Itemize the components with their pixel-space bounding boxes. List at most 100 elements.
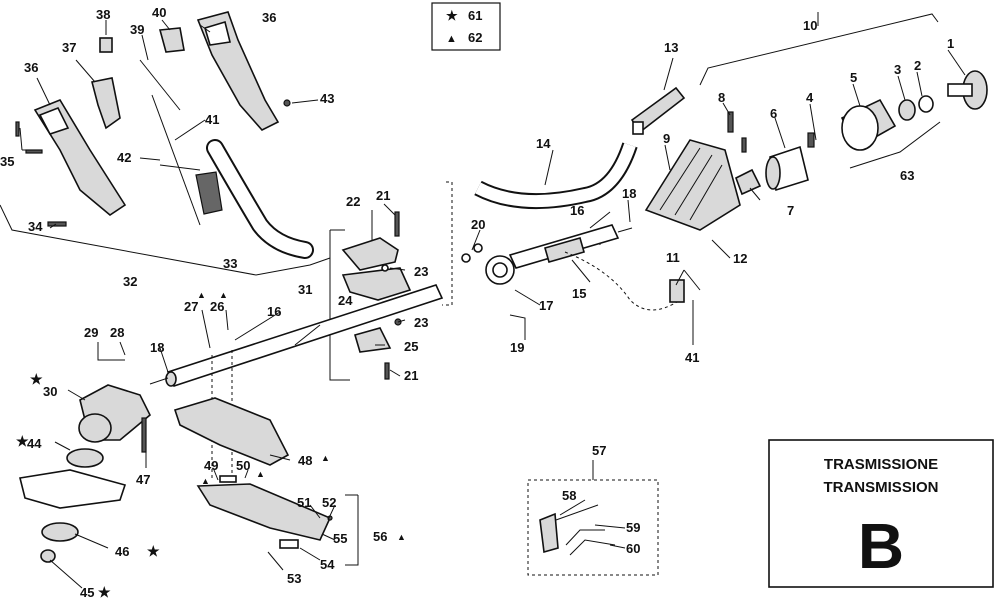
callout-c23b: 23 xyxy=(414,315,428,330)
tool-kit xyxy=(539,504,616,556)
gear-head xyxy=(78,384,151,453)
callout-c36b: 36 xyxy=(24,60,38,75)
small-hardware xyxy=(15,27,185,227)
callout-c29: 29 xyxy=(84,325,98,340)
triangle-marker-4: ▲ xyxy=(197,290,206,300)
callout-c38: 38 xyxy=(96,7,110,22)
callout-c17: 17 xyxy=(539,298,553,313)
callout-c63: 63 xyxy=(900,168,914,183)
blade-assembly xyxy=(19,448,127,563)
legend-star-symbol: ★ xyxy=(446,8,458,23)
triangle-marker-7: ▲ xyxy=(397,532,406,542)
callout-c50: 50 xyxy=(236,458,250,473)
callout-c7: 7 xyxy=(787,203,794,218)
bracket-group-19 xyxy=(509,314,526,340)
throttle-housing-upper xyxy=(196,11,291,131)
bracket-group-56 xyxy=(345,495,359,566)
callout-c31: 31 xyxy=(298,282,312,297)
throttle-housing-left xyxy=(33,77,127,216)
callout-c52: 52 xyxy=(322,495,336,510)
bracket-group-63 xyxy=(849,121,941,169)
tool-kit-box xyxy=(527,479,659,576)
callout-c37: 37 xyxy=(62,40,76,55)
throttle-cable xyxy=(139,59,223,226)
title-english: TRANSMISSION xyxy=(823,479,938,496)
callout-c20: 20 xyxy=(471,217,485,232)
callout-c45: 45 xyxy=(80,585,94,599)
callout-c16b: 16 xyxy=(267,304,281,319)
callout-c25: 25 xyxy=(404,339,418,354)
callout-c30: 30 xyxy=(43,384,57,399)
callout-c59: 59 xyxy=(626,520,640,535)
callout-c41b: 41 xyxy=(685,350,699,365)
callout-c53: 53 xyxy=(287,571,301,586)
callout-c32: 32 xyxy=(123,274,137,289)
callout-c43: 43 xyxy=(320,91,334,106)
dashed-bracket xyxy=(442,181,453,306)
callout-c40: 40 xyxy=(152,5,166,20)
callout-c51: 51 xyxy=(297,495,311,510)
drive-shaft-main xyxy=(149,284,444,480)
callout-c10: 10 xyxy=(803,18,817,33)
callout-c23a: 23 xyxy=(414,264,428,279)
handlebar-assembly xyxy=(474,86,686,210)
blade-guard xyxy=(173,397,290,466)
legend-box: ★ 61 ▲ 62 xyxy=(431,2,501,51)
callout-c27: 27 xyxy=(184,299,198,314)
bracket-group-31 xyxy=(329,230,350,381)
callout-c2: 2 xyxy=(914,58,921,73)
handle-clamp-assembly xyxy=(341,211,412,380)
callout-c8: 8 xyxy=(718,90,725,105)
star-marker-0: ★ xyxy=(30,371,43,387)
callout-c46: 46 xyxy=(115,544,129,559)
callout-c14: 14 xyxy=(536,136,551,151)
callout-c36a: 36 xyxy=(262,10,276,25)
callout-c22: 22 xyxy=(346,194,360,209)
callout-c44: 44 xyxy=(27,436,42,451)
drive-shaft-right xyxy=(461,224,685,311)
callout-c28: 28 xyxy=(110,325,124,340)
callout-c48: 48 xyxy=(298,453,312,468)
callout-c60: 60 xyxy=(626,541,640,556)
callout-c6: 6 xyxy=(770,106,777,121)
engine-coupling-assembly xyxy=(644,70,988,231)
callout-c24: 24 xyxy=(338,293,353,308)
legend-triangle-symbol: ▲ xyxy=(446,33,457,45)
callout-c56: 56 xyxy=(373,529,387,544)
callout-c39: 39 xyxy=(130,22,144,37)
callout-c42: 42 xyxy=(117,150,131,165)
callout-c35: 35 xyxy=(0,154,14,169)
callout-c15: 15 xyxy=(572,286,586,301)
legend-star-ref: 61 xyxy=(468,8,482,23)
callout-c55: 55 xyxy=(333,531,347,546)
bracket-group-32 xyxy=(0,204,331,276)
triangle-marker-6: ▲ xyxy=(321,453,330,463)
callout-c18b: 18 xyxy=(150,340,164,355)
callout-c54: 54 xyxy=(320,557,335,572)
section-letter: B xyxy=(858,510,904,582)
callout-c1: 1 xyxy=(947,36,954,51)
callout-c57: 57 xyxy=(592,443,606,458)
callout-c21b: 21 xyxy=(404,368,418,383)
bracket-group-10 xyxy=(699,13,939,86)
triangle-marker-9: ▲ xyxy=(256,469,265,479)
section-title-box: TRASMISSIONE TRANSMISSION B xyxy=(768,439,994,588)
star-marker-2: ★ xyxy=(98,584,111,599)
callout-c41a: 41 xyxy=(205,112,219,127)
callout-c16a: 16 xyxy=(570,203,584,218)
callout-c18a: 18 xyxy=(622,186,636,201)
callout-c12: 12 xyxy=(733,251,747,266)
callout-c58: 58 xyxy=(562,488,576,503)
legend-triangle-ref: 62 xyxy=(468,30,482,45)
triangle-marker-8: ▲ xyxy=(201,476,210,486)
callout-c9: 9 xyxy=(663,131,670,146)
callout-c13: 13 xyxy=(664,40,678,55)
callout-c49: 49 xyxy=(204,458,218,473)
bent-handle-tube xyxy=(206,139,314,259)
callout-c47: 47 xyxy=(136,472,150,487)
star-marker-1: ★ xyxy=(16,433,29,449)
trimmer-guard xyxy=(196,475,333,549)
